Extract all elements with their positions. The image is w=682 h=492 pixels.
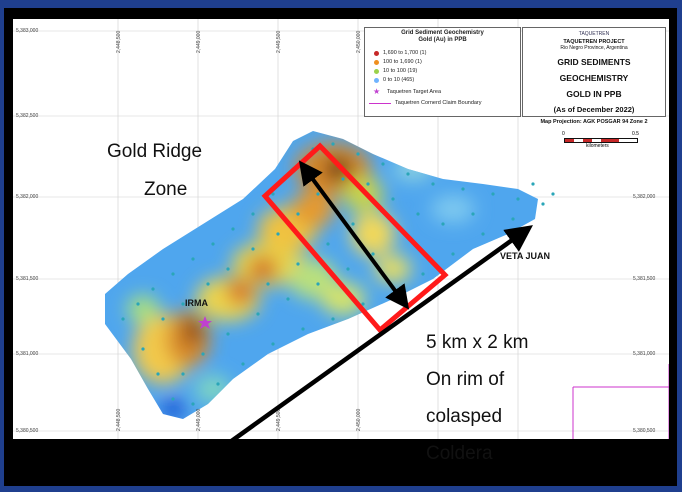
scale-bar-graphic — [564, 138, 638, 143]
legend-entry-label: 10 to 100 (19) — [383, 68, 418, 74]
legend-subtitle: Gold (Au) in PPB — [418, 37, 467, 43]
dimension-label-line1: 5 km x 2 km — [426, 332, 529, 353]
boundary-line-icon — [369, 103, 391, 104]
legend-boundary: Taquetren Cornerd Claim Boundary — [369, 100, 482, 106]
easting-label-bottom: 2,449,000 — [196, 408, 202, 431]
legend-target-label: Taquetren Target Area — [387, 89, 442, 95]
legend-swatch — [374, 51, 379, 56]
legend-entry: 1,690 to 1,700 (1) — [374, 50, 427, 56]
northing-label: 5,382,000 — [16, 194, 39, 200]
easting-label: 2,449,500 — [276, 30, 282, 53]
legend-swatch — [374, 60, 379, 65]
legend-entry: 10 to 100 (19) — [374, 68, 418, 74]
northing-label: 5,381,500 — [16, 276, 39, 282]
company-logo: TAQUETREN — [578, 31, 610, 37]
dimension-label-line4: Coldera — [426, 443, 493, 464]
title-line-4: (As of December 2022) — [553, 105, 635, 114]
legend-target: ★ Taquetren Target Area — [373, 87, 442, 96]
claim-boundary — [572, 364, 669, 439]
title-line-3: GOLD IN PPB — [566, 89, 622, 99]
legend-swatch — [374, 69, 379, 74]
easting-label: 2,448,500 — [116, 30, 122, 53]
project-name: TAQUETREN PROJECT — [563, 39, 625, 45]
gold-ridge-label-line2: Zone — [144, 179, 188, 200]
legend-entry-label: 100 to 1,690 (1) — [383, 59, 422, 65]
map-projection: Map Projection: AGK POSGAR 94 Zone 2 — [540, 119, 648, 125]
legend-entry-label: 0 to 10 (465) — [383, 77, 415, 83]
northing-label-right: 5,381,500 — [633, 276, 656, 282]
easting-label: 2,450,000 — [356, 30, 362, 53]
scale-start: 0 — [562, 131, 565, 137]
legend-boundary-label: Taquetren Cornerd Claim Boundary — [395, 100, 482, 106]
dimension-label-line2: On rim of — [426, 369, 505, 390]
northing-label-right: 5,380,500 — [633, 428, 656, 434]
northing-label: 5,381,000 — [16, 351, 39, 357]
northing-label-right: 5,381,000 — [633, 351, 656, 357]
star-icon: ★ — [373, 87, 381, 96]
title-line-1: GRID SEDIMENTS — [557, 57, 631, 67]
easting-label-bottom: 2,450,000 — [356, 408, 362, 431]
title-box: TAQUETREN TAQUETREN PROJECT Rio Negro Pr… — [522, 27, 666, 125]
dimension-label-line3: colasped — [426, 406, 503, 427]
northing-label: 5,380,500 — [16, 428, 39, 434]
legend-swatch — [374, 78, 379, 83]
project-location: Rio Negro Province, Argentina — [560, 45, 628, 51]
easting-label-bottom: 2,448,500 — [116, 408, 122, 431]
easting-label-bottom: 2,449,500 — [276, 408, 282, 431]
title-line-2: GEOCHEMISTRY — [559, 73, 629, 83]
northing-label-right: 5,382,000 — [633, 194, 656, 200]
northing-label: 5,383,000 — [16, 28, 39, 34]
gold-ridge-label-line1: Gold Ridge — [107, 141, 203, 162]
legend: Grid Sediment Geochemistry Gold (Au) in … — [364, 27, 521, 117]
irma-label: IRMA — [185, 298, 208, 308]
geochemistry-map: 5,383,000 5,382,500 5,382,000 5,381,500 … — [13, 19, 669, 439]
legend-entry-label: 1,690 to 1,700 (1) — [383, 50, 427, 56]
scale-unit: kilometers — [586, 143, 609, 149]
legend-entry: 100 to 1,690 (1) — [374, 59, 422, 65]
legend-title: Grid Sediment Geochemistry — [401, 30, 484, 36]
veta-juan-label: VETA JUAN — [500, 251, 551, 261]
legend-entry: 0 to 10 (465) — [374, 77, 415, 83]
easting-label: 2,449,000 — [196, 30, 202, 53]
scale-bar: 0 0.5 kilometers — [562, 131, 639, 149]
scale-end: 0.5 — [632, 131, 639, 137]
northing-label: 5,382,500 — [16, 113, 39, 119]
